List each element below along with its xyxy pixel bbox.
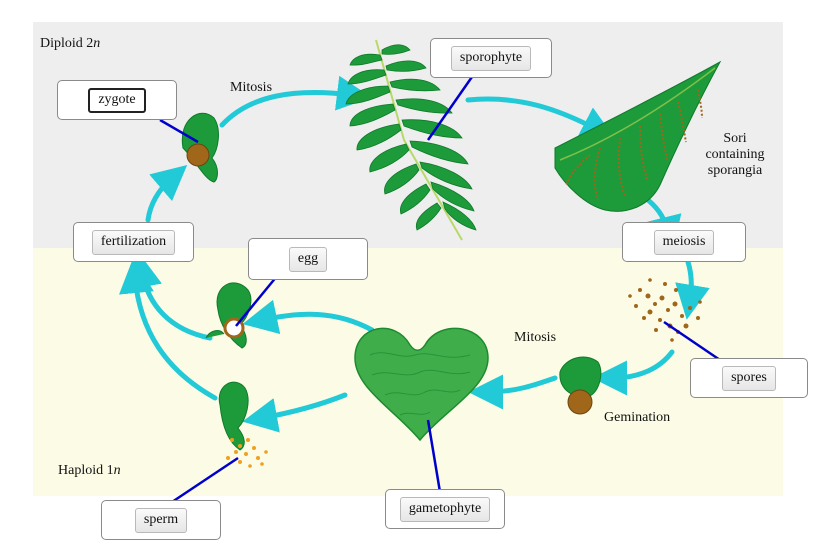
egg-label[interactable]: egg <box>288 246 328 272</box>
haploid-ploidy: n <box>113 463 121 478</box>
haploid-region-label: Haploid 1n <box>58 463 121 479</box>
arrow-gametophyte-to-sperm <box>242 392 348 433</box>
gametophyte-label[interactable]: gametophyte <box>399 496 491 522</box>
meiosis-label[interactable]: meiosis <box>653 229 715 255</box>
leader-spores <box>663 320 721 362</box>
fertilization-label-box[interactable]: fertilization <box>73 222 194 262</box>
zygote-label-box[interactable]: zygote <box>57 80 177 120</box>
sporophyte-label[interactable]: sporophyte <box>450 45 532 71</box>
spores-label-box[interactable]: spores <box>690 358 808 398</box>
sperm-label[interactable]: sperm <box>134 507 188 533</box>
diploid-label-text: Diploid 2 <box>40 36 94 51</box>
sperm-label-box[interactable]: sperm <box>101 500 221 540</box>
arrow-gametophyte-to-egg <box>242 299 375 335</box>
arrow-spores-to-germinating <box>592 349 675 396</box>
arrow-sporophyte-to-sori <box>465 96 616 140</box>
sori-label-line-1: Sori <box>723 131 747 146</box>
mitosis-right-label: Mitosis <box>514 330 557 345</box>
leader-sporophyte <box>426 73 476 141</box>
arrow-zygote-to-sporophyte <box>219 75 372 128</box>
zygote-label[interactable]: zygote <box>88 87 146 113</box>
sori-label-line-3: sporangia <box>707 163 763 178</box>
mitosis-top-label: Mitosis <box>230 80 273 95</box>
leader-zygote <box>159 118 199 144</box>
gametophyte-label-box[interactable]: gametophyte <box>385 489 505 529</box>
sperm-antheridium-illustration <box>218 381 268 468</box>
cycle-arrows <box>119 75 710 433</box>
arrow-sperm-to-fertilization <box>119 258 218 401</box>
arrow-meiosis-to-spores <box>675 259 710 320</box>
meiosis-label-box[interactable]: meiosis <box>622 222 746 262</box>
fertilization-label[interactable]: fertilization <box>91 229 176 255</box>
spores-label[interactable]: spores <box>722 365 776 391</box>
diploid-ploidy: n <box>93 36 101 51</box>
gametophyte-illustration <box>354 327 489 442</box>
sori-frond-illustration <box>554 60 722 212</box>
sori-label-line-2: containing <box>705 147 765 162</box>
sporophyte-label-box[interactable]: sporophyte <box>430 38 552 78</box>
sporophyte-fern-illustration <box>345 39 477 241</box>
haploid-label-text: Haploid 1 <box>58 463 114 478</box>
germinating-spore-illustration <box>559 356 602 415</box>
zygote-illustration <box>181 112 219 183</box>
sori-label: Sori containing sporangia <box>690 131 780 179</box>
gemination-label: Gemination <box>604 410 671 425</box>
leader-gametophyte <box>426 419 442 493</box>
arrow-fertilization-to-zygote <box>145 164 188 223</box>
leader-sperm <box>165 456 239 508</box>
arrow-germinating-to-gametophyte <box>468 374 558 410</box>
egg-label-box[interactable]: egg <box>248 238 368 280</box>
diploid-region-label: Diploid 2n <box>40 36 100 52</box>
